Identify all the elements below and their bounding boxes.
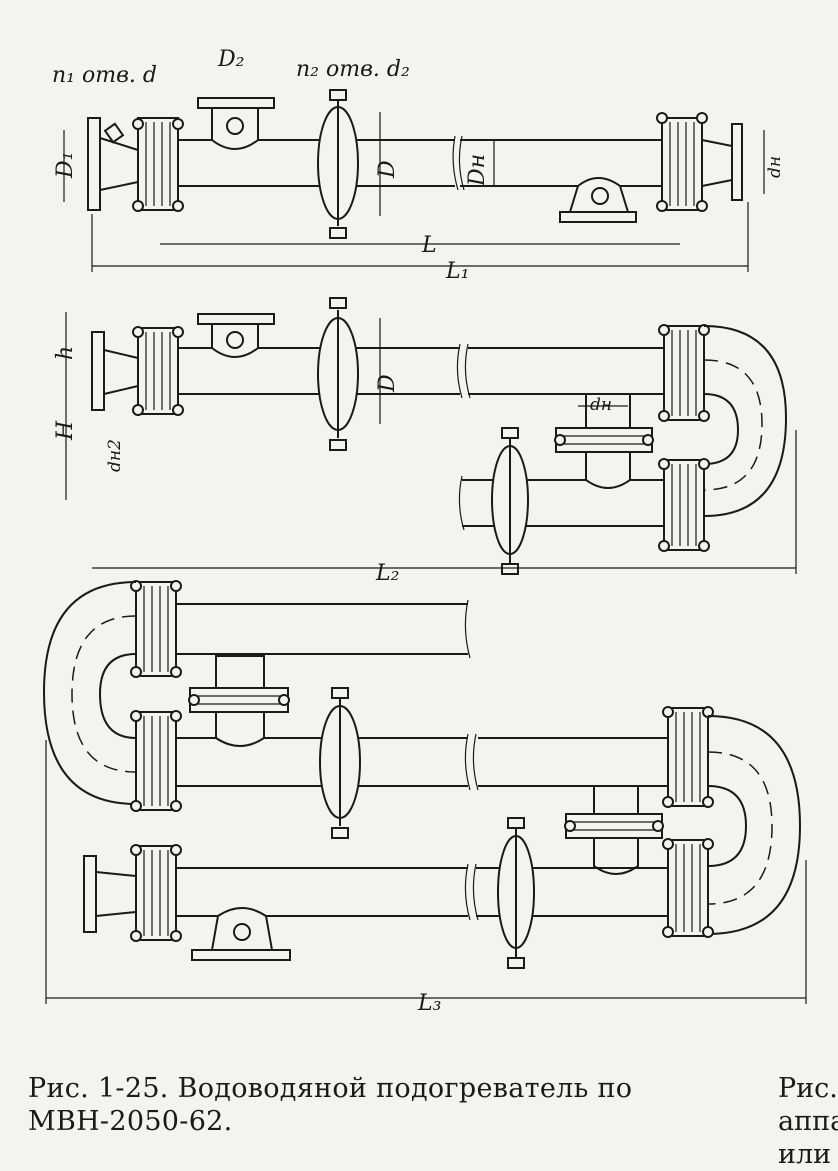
caption-line-1: Рис. 1-25. Водоводяной подогреватель по (28, 1073, 633, 1104)
support-top-1 (197, 97, 275, 109)
label-D1: D₁ (53, 152, 78, 179)
view-1-straight-section (63, 89, 765, 272)
label-L1: L₁ (445, 259, 469, 284)
flange-pack-left-2 (137, 327, 179, 415)
side-line-3: или (778, 1139, 832, 1170)
flange-pack-3e (135, 845, 177, 941)
label-n2-holes: n₂ отв. d₂ (296, 57, 410, 82)
side-caption-fragment: Рис. аппа или (778, 1072, 838, 1171)
label-dn-2: dн (590, 395, 612, 415)
flange-pack-3d (667, 839, 709, 937)
flange-pack-right-1 (661, 117, 703, 211)
label-L: L (421, 233, 437, 258)
view-3-double-u-section (42, 580, 807, 1004)
flange-pack-3c (667, 707, 709, 807)
label-D2: D₂ (217, 47, 244, 72)
side-line-2: аппа (778, 1106, 838, 1137)
label-L2: L₂ (375, 561, 399, 586)
inlet-flange-1 (87, 117, 101, 211)
label-h: h (53, 346, 78, 360)
label-D-1: D (375, 160, 400, 179)
side-line-1: Рис. (778, 1073, 838, 1104)
label-D-2: D (375, 374, 400, 393)
label-n1-holes: n₁ отв. d (52, 63, 157, 88)
label-L3: L₃ (417, 991, 441, 1016)
flange-pack-left-1 (137, 117, 179, 211)
u-bend-3-left (42, 581, 137, 805)
label-H: H (53, 420, 78, 441)
label-dn-1: dн (765, 156, 785, 178)
flange-pack-right-2a (663, 325, 705, 421)
label-dn2: dн2 (105, 439, 125, 472)
u-bend-3-right (707, 715, 802, 935)
label-Dn: Dн (465, 154, 490, 187)
u-bend-2 (703, 325, 788, 517)
view-2-u-turn-section (65, 297, 797, 575)
flange-pack-right-2b (663, 459, 705, 551)
flange-pack-3a (135, 581, 177, 677)
flange-pack-3b (135, 711, 177, 811)
figure-caption: Рис. 1-25. Водоводяной подогреватель по … (28, 1072, 632, 1138)
caption-line-2: МВН-2050-62. (28, 1106, 233, 1137)
